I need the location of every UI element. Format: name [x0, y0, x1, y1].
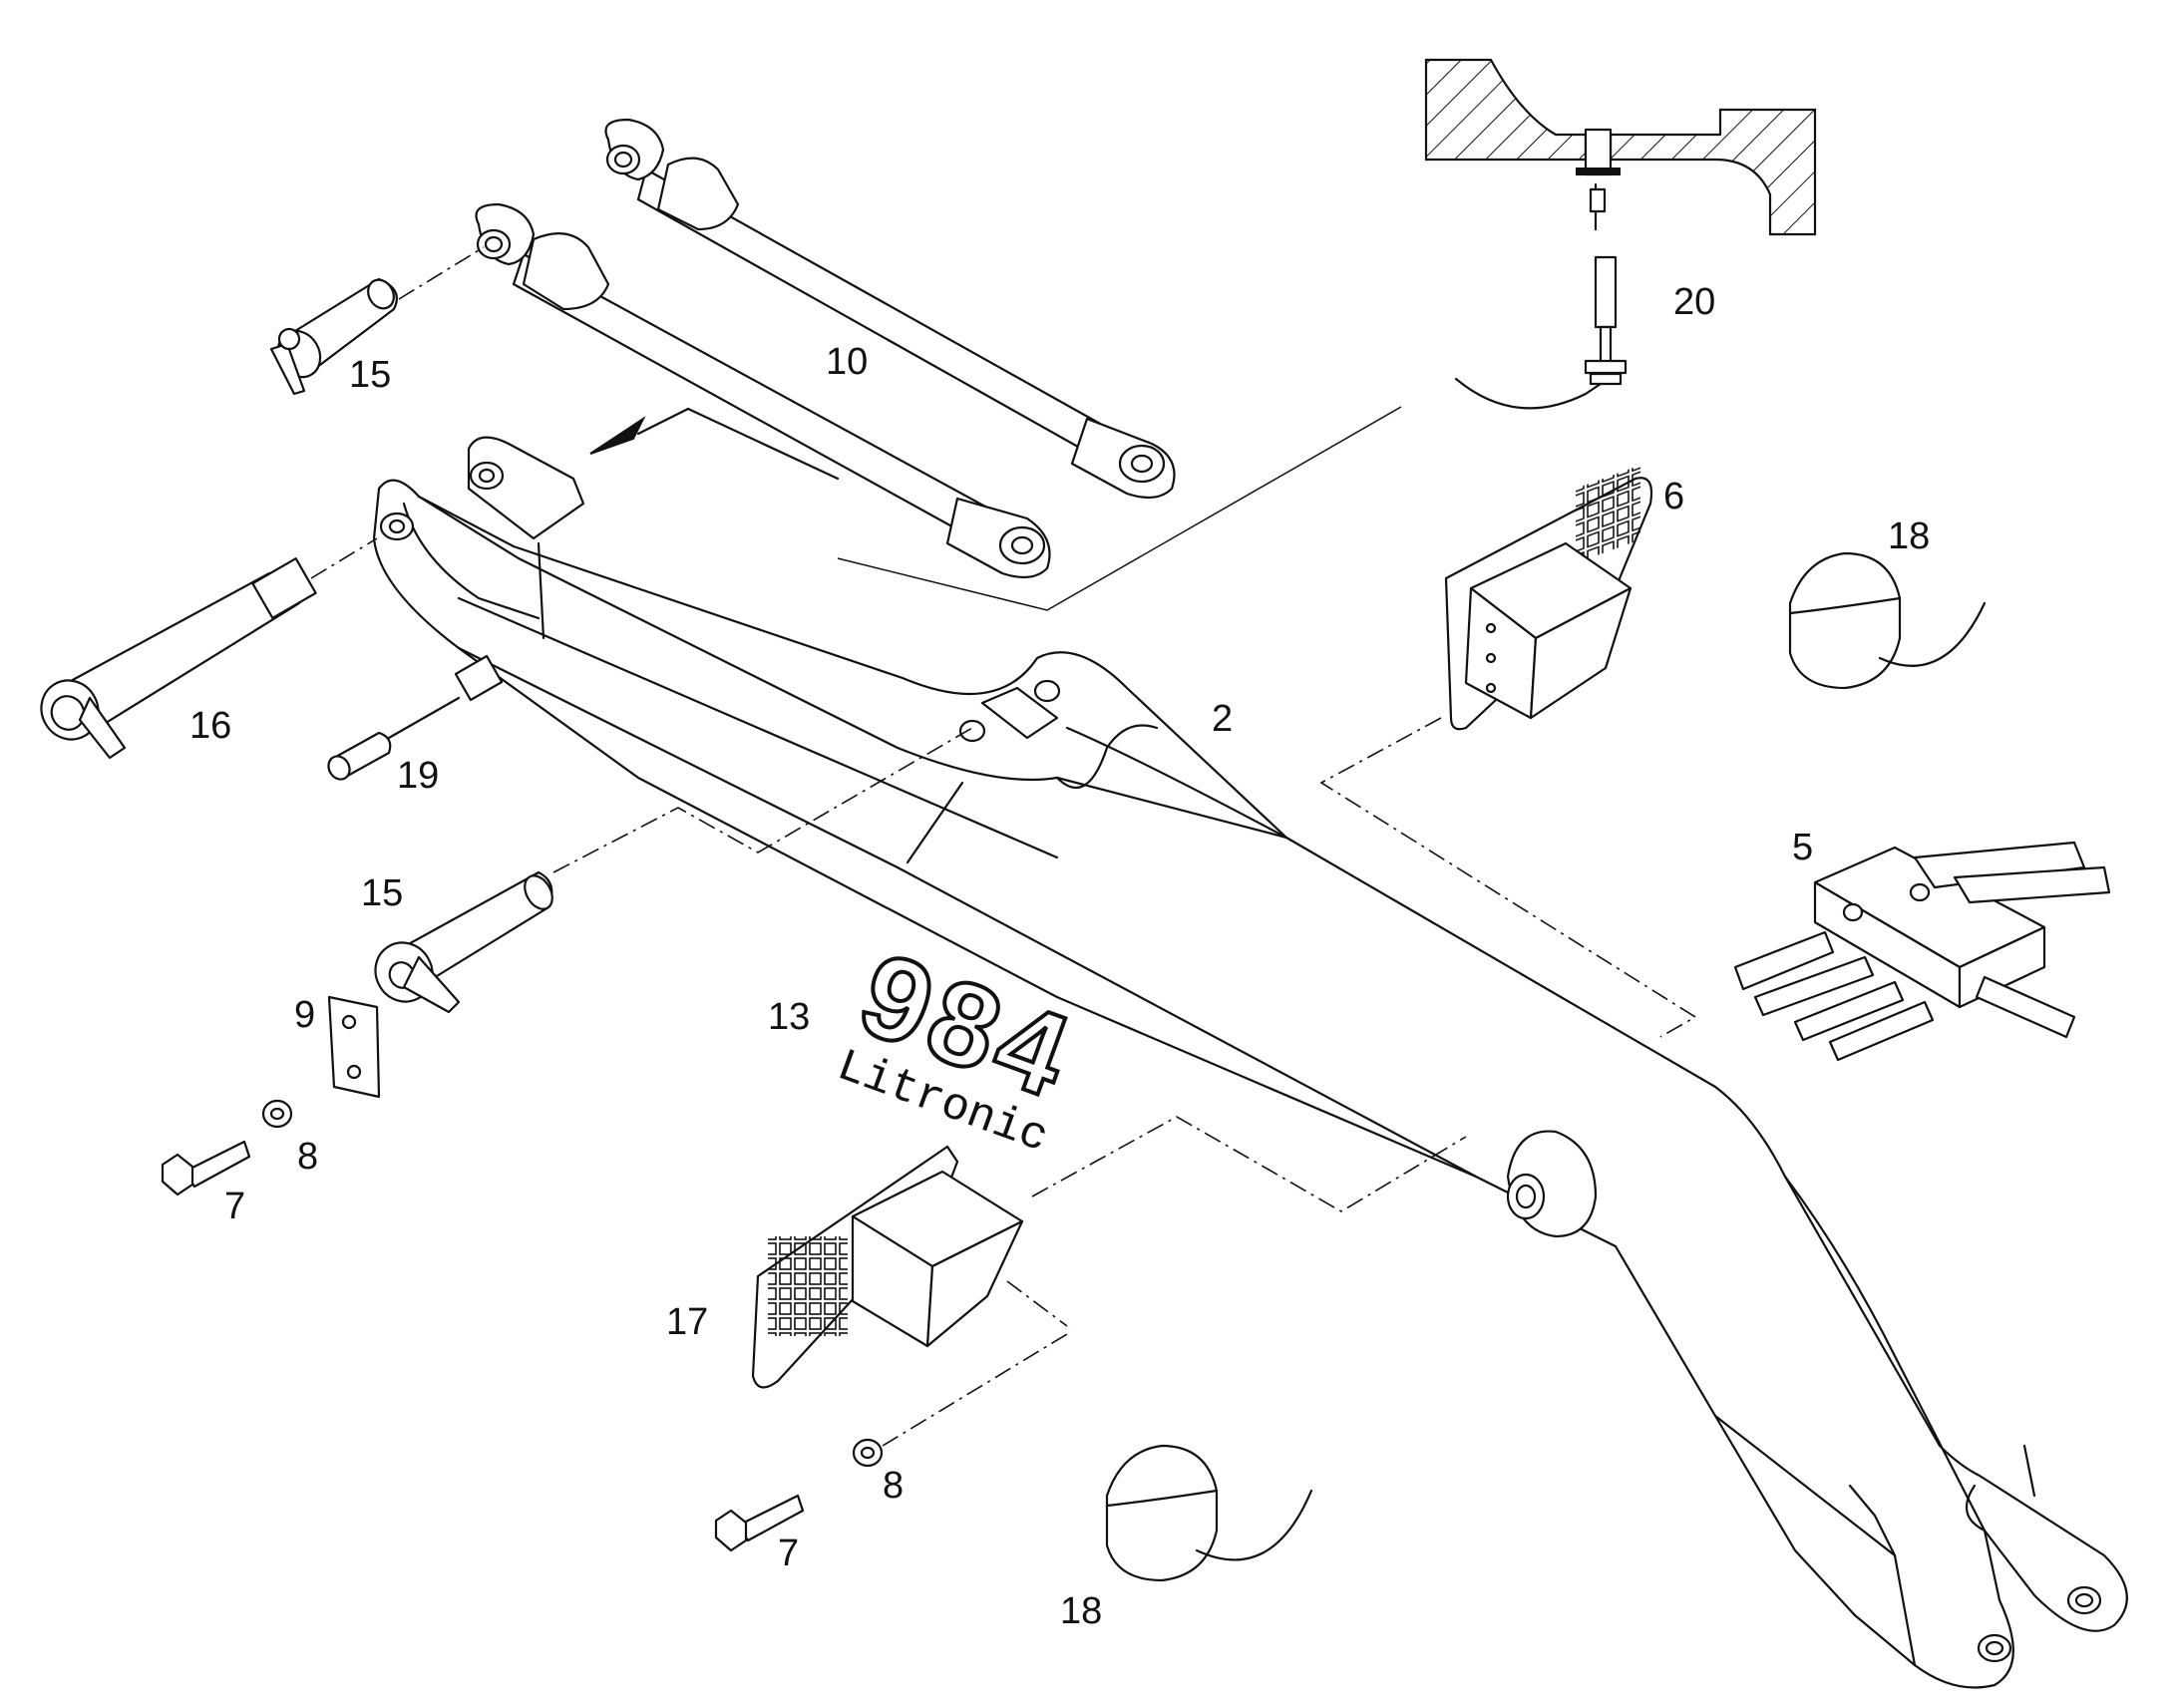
- arrow-head-icon: [589, 416, 646, 455]
- hydraulic-cylinder-lower: [475, 202, 1051, 579]
- callout-9: 9: [294, 994, 315, 1036]
- work-lamp-18-lower: [1105, 1444, 1313, 1582]
- work-lamp-18-upper: [1788, 551, 1987, 690]
- callout-13: 13: [768, 996, 810, 1038]
- callout-16: 16: [189, 705, 231, 747]
- boom-arm: [372, 436, 2128, 1689]
- bolt-7-upper: [161, 1140, 251, 1196]
- callout-2: 2: [1212, 698, 1233, 740]
- sensor-19: [327, 654, 504, 781]
- section-detail-20: [1424, 58, 1817, 410]
- leader-lower-bolt: [882, 1330, 1073, 1447]
- callout-7-lower: 7: [778, 1533, 799, 1574]
- light-housing-17: [751, 1145, 1024, 1389]
- callout-8-upper: 8: [297, 1136, 318, 1178]
- leader-pin15-lower: [552, 727, 973, 873]
- callout-6: 6: [1663, 476, 1684, 517]
- bolt-7-lower: [714, 1494, 805, 1552]
- callout-5: 5: [1792, 827, 1813, 868]
- callout-17: 17: [666, 1301, 708, 1343]
- leader-pin16: [310, 537, 378, 579]
- pin-16: [40, 557, 317, 760]
- leader-line-10: [837, 406, 1402, 611]
- valve-block-5: [1733, 841, 2111, 1062]
- pin-15-upper: [269, 277, 398, 396]
- callout-19: 19: [397, 755, 439, 797]
- leader-part17-bolt: [1006, 1280, 1068, 1327]
- leader-pin15-upper: [398, 246, 485, 300]
- callout-15-lower: 15: [361, 872, 403, 914]
- callout-10: 10: [826, 341, 868, 383]
- decal-984-litronic: 984 Litronic: [830, 925, 1092, 1164]
- washer-8-lower: [852, 1438, 884, 1468]
- light-housing-6: [1444, 465, 1653, 731]
- leader-part6: [1319, 717, 1697, 1038]
- callout-18-upper: 18: [1888, 515, 1930, 557]
- callout-20: 20: [1673, 281, 1715, 323]
- callout-8-lower: 8: [883, 1465, 904, 1507]
- callout-18-lower: 18: [1060, 1590, 1102, 1632]
- hydraulic-cylinder-upper: [604, 118, 1176, 500]
- leader-part17: [1031, 1116, 1467, 1212]
- pin-15-lower: [374, 870, 553, 1014]
- callout-15-upper: 15: [349, 354, 391, 396]
- callout-7-upper: 7: [224, 1186, 245, 1227]
- washer-8-upper: [261, 1099, 293, 1129]
- callout-labels: 2 5 6 7 7 8 8 9 10 13 15 15 16 17 18 18 …: [189, 281, 1930, 1632]
- arrow-line: [686, 407, 840, 481]
- plate-9: [327, 995, 381, 1099]
